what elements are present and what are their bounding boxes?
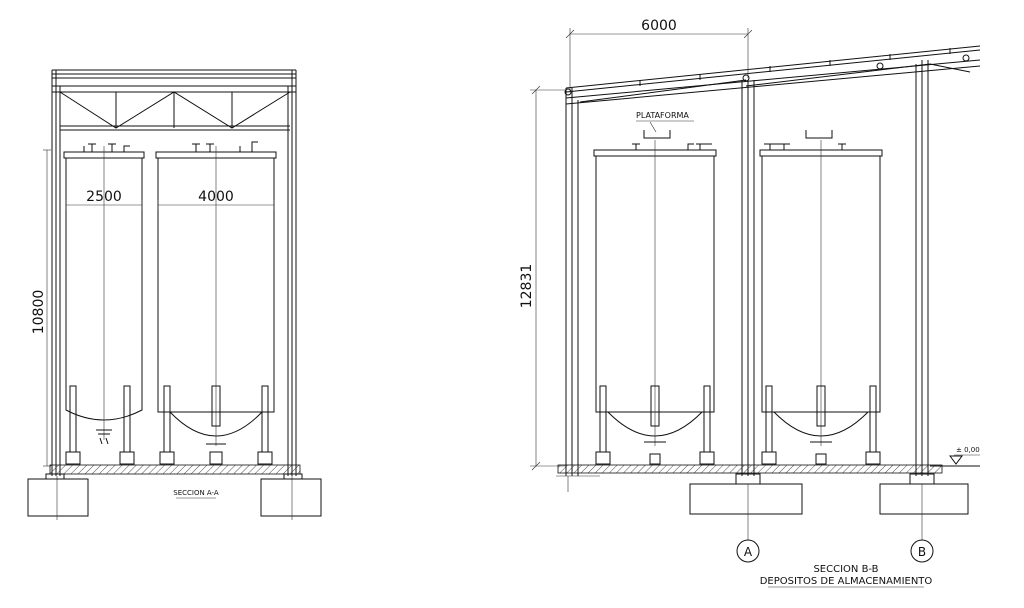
section-aa-title: SECCION A-A	[173, 489, 219, 497]
dim-aa-height-label: 10800	[31, 290, 47, 335]
section-bb-floor-slab	[557, 464, 943, 474]
section-bb-dimension-span: 6000	[565, 18, 753, 92]
dim-small-tank-diameter-label: 2500	[86, 189, 122, 205]
section-bb-tank-left	[593, 140, 717, 465]
dim-bb-height-label: 12831	[519, 264, 535, 309]
grid-axis-a: A	[736, 539, 760, 563]
grid-axis-b: B	[910, 539, 934, 563]
grid-axis-b-label: B	[918, 545, 926, 559]
section-bb-dimension-height: 12831	[519, 85, 566, 471]
section-bb-footing-b	[879, 483, 969, 515]
section-aa-tank-small	[63, 143, 145, 465]
section-bb-columns	[565, 60, 929, 476]
section-bb-roof	[564, 45, 981, 105]
section-bb-platform: PLATAFORMA	[636, 111, 833, 139]
section-aa-dimension-height: 10800	[31, 149, 51, 467]
level-label: ± 0,00	[956, 446, 980, 454]
section-aa-footing-left	[27, 478, 89, 517]
section-bb-drawing: PLATAFORMA	[519, 18, 981, 588]
section-aa-tank-large	[155, 141, 277, 465]
dim-large-tank-diameter-label: 4000	[198, 189, 234, 205]
platform-label: PLATAFORMA	[636, 111, 689, 120]
section-aa-columns	[51, 70, 297, 476]
section-aa-dimension-large-tank: 4000	[157, 189, 275, 210]
grid-axis-a-label: A	[744, 545, 753, 559]
section-bb-subtitle: DEPOSITOS DE ALMACENAMIENTO	[760, 576, 933, 587]
dim-span-label: 6000	[641, 18, 677, 34]
section-aa-roof	[52, 69, 296, 131]
section-aa-footing-right	[260, 478, 322, 517]
section-bb-tank-right	[759, 140, 883, 465]
section-aa-drawing: 2500 4000 10800 SECCION A-A	[27, 69, 322, 520]
section-bb-footing-a	[689, 483, 803, 515]
section-aa-dimension-small-tank: 2500	[65, 189, 143, 210]
section-aa-floor-slab	[49, 464, 301, 475]
level-marker: ± 0,00	[949, 446, 980, 465]
section-bb-title: SECCION B-B	[813, 564, 878, 575]
